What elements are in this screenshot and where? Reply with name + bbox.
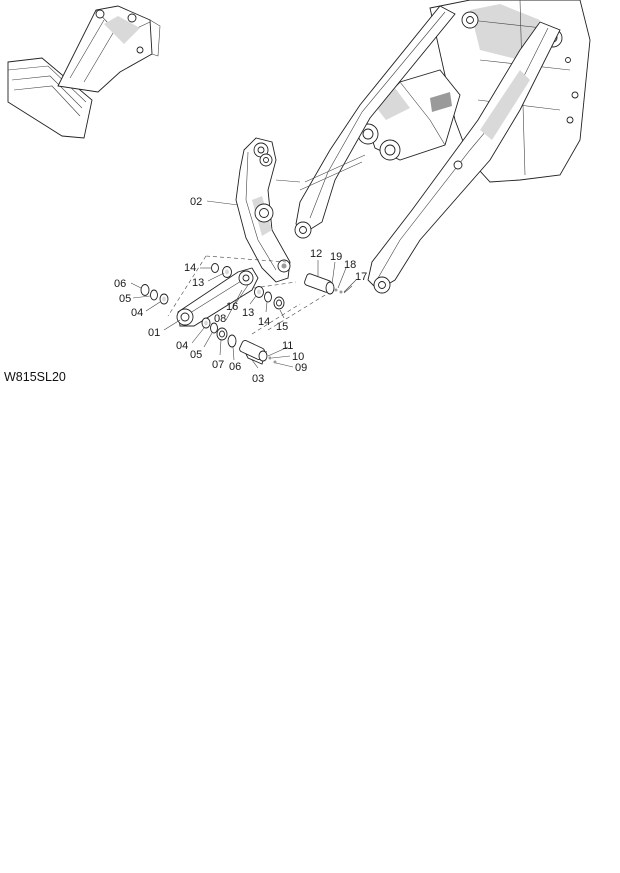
callout-08: 08 xyxy=(214,313,226,325)
callout-12: 12 xyxy=(310,248,322,260)
callout-13-upper: 13 xyxy=(192,277,204,289)
callout-10: 10 xyxy=(292,351,304,363)
callout-18: 18 xyxy=(344,259,356,271)
callout-15: 15 xyxy=(276,321,288,333)
callout-13-right: 13 xyxy=(242,307,254,319)
callout-06-lower: 06 xyxy=(229,361,241,373)
callout-03: 03 xyxy=(252,373,264,385)
tilt-lever-part-02 xyxy=(235,137,301,283)
callout-09: 09 xyxy=(295,362,307,374)
thumbnail-loader-overview xyxy=(7,5,161,139)
drawing-code: W815SL20 xyxy=(4,370,66,384)
callout-02: 02 xyxy=(190,196,202,208)
callout-06-left: 06 xyxy=(114,278,126,290)
callout-labels: 02 14 13 06 05 04 01 08 16 13 14 15 04 0… xyxy=(114,196,367,385)
callout-07: 07 xyxy=(212,359,224,371)
callout-16: 16 xyxy=(226,301,238,313)
callout-11: 11 xyxy=(282,340,293,352)
callout-01: 01 xyxy=(148,327,160,339)
callout-14-right: 14 xyxy=(258,316,270,328)
callout-17: 17 xyxy=(355,271,367,283)
leader-lines xyxy=(130,200,357,369)
callout-05-lower: 05 xyxy=(190,349,202,361)
loader-arm-assembly xyxy=(294,0,591,294)
callout-04-lower: 04 xyxy=(176,340,188,352)
callout-05-left: 05 xyxy=(119,293,131,305)
callout-04-left: 04 xyxy=(131,307,143,319)
exploded-hardware xyxy=(140,255,353,365)
callout-19: 19 xyxy=(330,251,342,263)
callout-14-upper: 14 xyxy=(184,262,196,274)
